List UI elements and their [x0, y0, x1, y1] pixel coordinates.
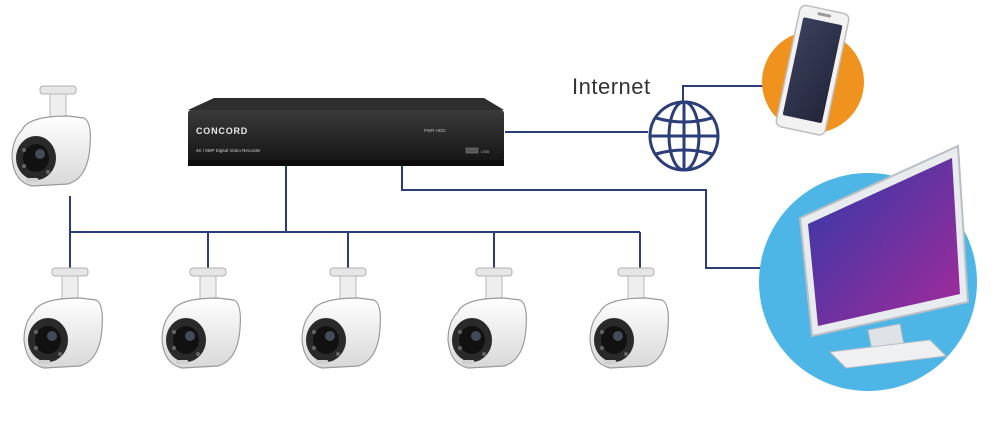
nvr-to-monitor-line	[401, 165, 770, 269]
internet-to-phone-line	[682, 85, 770, 102]
camera-1	[11, 85, 92, 187]
camera-4	[301, 267, 381, 369]
camera-6	[589, 267, 670, 369]
smartphone-icon	[762, 4, 864, 136]
internet-label: Internet	[572, 74, 651, 99]
nvr-front-panel-label: PWR HDD	[424, 128, 446, 133]
nvr-device: CONCORD 4K / 8MP Digital Video Recorder …	[188, 98, 504, 166]
globe-icon	[648, 100, 720, 172]
nvr-model-label: 4K / 8MP Digital Video Recorder	[196, 148, 261, 153]
nvr-usb-label: USB	[481, 149, 490, 154]
nvr-usb-port	[465, 147, 479, 154]
connection-lines	[69, 85, 770, 270]
camera-5	[447, 267, 528, 369]
nvr-brand-label: CONCORD	[196, 126, 248, 136]
monitor-icon	[759, 144, 977, 391]
camera-2	[23, 267, 104, 369]
camera-3	[161, 267, 241, 369]
